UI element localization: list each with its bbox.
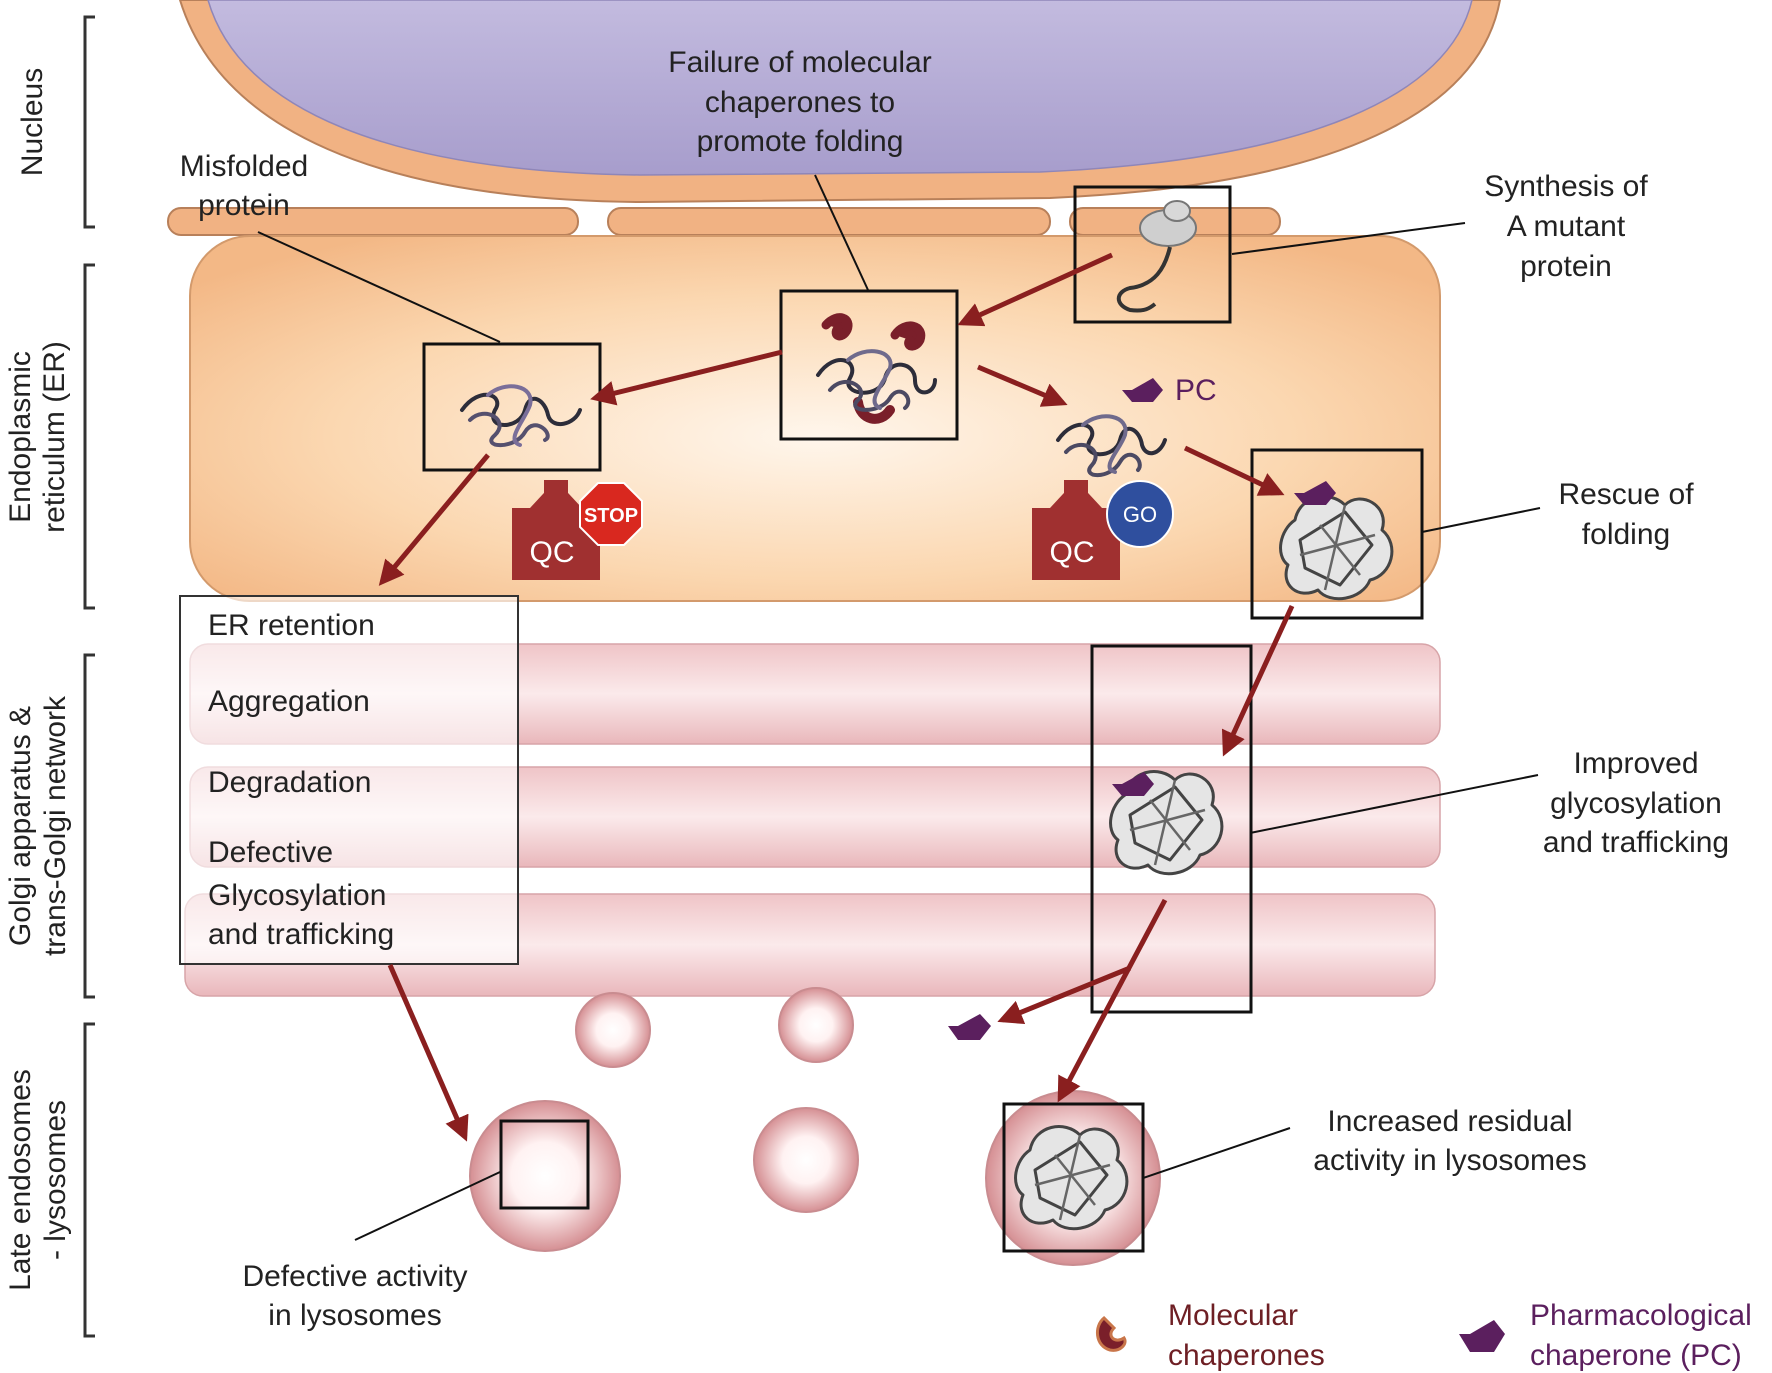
molecular-chaperone-legend-icon <box>1096 1315 1127 1352</box>
misfolded-line-2: protein <box>198 189 290 222</box>
pharmacological-chaperone-legend-icon <box>1459 1320 1505 1352</box>
qc-stop-label: QC <box>530 536 575 569</box>
legend-molecular-line-2: chaperones <box>1168 1339 1325 1372</box>
er-label-line1: Endoplasmic <box>4 351 37 523</box>
defective-activity-line-1: Defective activity <box>242 1260 467 1293</box>
golgi-folded-protein-icon <box>1109 770 1224 876</box>
rescue-pc-icon <box>1294 481 1336 505</box>
lysosomes-label-line1: Late endosomes <box>4 1069 37 1291</box>
misfolded-protein-icon <box>460 384 582 448</box>
rescue-line-2: folding <box>1582 518 1670 551</box>
compartment-brackets <box>83 15 95 1338</box>
vesicles <box>575 987 854 1068</box>
folded-protein-icon <box>1279 495 1394 601</box>
ribosome-icon <box>1116 200 1197 313</box>
legend: Molecular chaperones Pharmacological cha… <box>1096 1299 1752 1372</box>
pc-label: PC <box>1175 374 1217 407</box>
lysosomes-label: Late endosomes - lysosomes <box>4 1069 72 1291</box>
increased-line-2: activity in lysosomes <box>1313 1144 1586 1177</box>
chaperone-complex-icon <box>816 313 937 424</box>
failure-line-3: promote folding <box>697 125 904 158</box>
stop-sign-label: STOP <box>584 505 638 527</box>
synthesis-line-1: Synthesis of <box>1484 170 1648 203</box>
stop-sign-icon: STOP <box>579 482 643 546</box>
released-pc-icon <box>948 1014 991 1040</box>
glycosylation-text-2: and trafficking <box>208 918 394 951</box>
golgi-label: Golgi apparatus & trans-Golgi network <box>4 695 72 956</box>
golgi-label-line1: Golgi apparatus & <box>4 706 37 946</box>
leader-lines <box>257 174 1541 1241</box>
misfolded-line-1: Misfolded <box>180 150 308 183</box>
defective-text: Defective <box>208 836 333 869</box>
failure-line-1: Failure of molecular <box>668 46 931 79</box>
improved-line-1: Improved <box>1573 747 1698 780</box>
degradation-text: Degradation <box>208 766 371 799</box>
outcomes-box: ER retention Aggregation Degradation Def… <box>179 595 519 965</box>
increased-label: Increased residual activity in lysosomes <box>1313 1105 1586 1177</box>
er-label-line2: reticulum (ER) <box>38 341 71 533</box>
improved-line-2: glycosylation <box>1550 787 1722 820</box>
rescue-line-1: Rescue of <box>1558 478 1694 511</box>
golgi-pc-icon <box>1112 772 1154 796</box>
failure-label: Failure of molecular chaperones to promo… <box>668 46 931 158</box>
endoplasmic-reticulum <box>167 207 1441 602</box>
golgi-label-line2: trans-Golgi network <box>39 695 72 956</box>
defective-activity-line-2: in lysosomes <box>268 1299 441 1332</box>
er-label: Endoplasmic reticulum (ER) <box>4 341 71 533</box>
synthesis-line-2: A mutant <box>1507 210 1626 243</box>
misfolded-label: Misfolded protein <box>180 150 308 222</box>
legend-pharmacological-line-2: chaperone (PC) <box>1530 1339 1742 1372</box>
pharmacological-chaperone-icon <box>1122 378 1163 402</box>
go-sign-label: GO <box>1123 502 1157 527</box>
aggregation-text: Aggregation <box>208 685 370 718</box>
legend-molecular-line-1: Molecular <box>1168 1299 1298 1332</box>
synthesis-label: Synthesis of A mutant protein <box>1484 170 1648 283</box>
increased-line-1: Increased residual <box>1327 1105 1572 1138</box>
rescue-label: Rescue of folding <box>1558 478 1694 551</box>
improved-line-3: and trafficking <box>1543 826 1729 859</box>
nucleus <box>178 0 1502 204</box>
synthesis-line-3: protein <box>1520 250 1612 283</box>
lysosomes-label-line2: - lysosomes <box>39 1100 72 1260</box>
pc-bound-protein-icon <box>1056 414 1167 478</box>
defective-activity-label: Defective activity in lysosomes <box>242 1260 467 1332</box>
lysosome-folded-protein-icon <box>1014 1125 1129 1231</box>
legend-pharmacological-line-1: Pharmacological <box>1530 1299 1752 1332</box>
improved-label: Improved glycosylation and trafficking <box>1543 747 1729 859</box>
qc-go-block: QC <box>1032 480 1120 580</box>
pathway-arrows <box>378 252 1295 1142</box>
go-sign-icon: GO <box>1106 480 1174 548</box>
failure-line-2: chaperones to <box>705 86 895 119</box>
qc-go-label: QC <box>1050 536 1095 569</box>
er-retention-text: ER retention <box>208 609 375 642</box>
qc-stop-block: QC <box>512 480 600 580</box>
nucleus-label: Nucleus <box>16 68 49 176</box>
glycosylation-text-1: Glycosylation <box>208 879 386 912</box>
